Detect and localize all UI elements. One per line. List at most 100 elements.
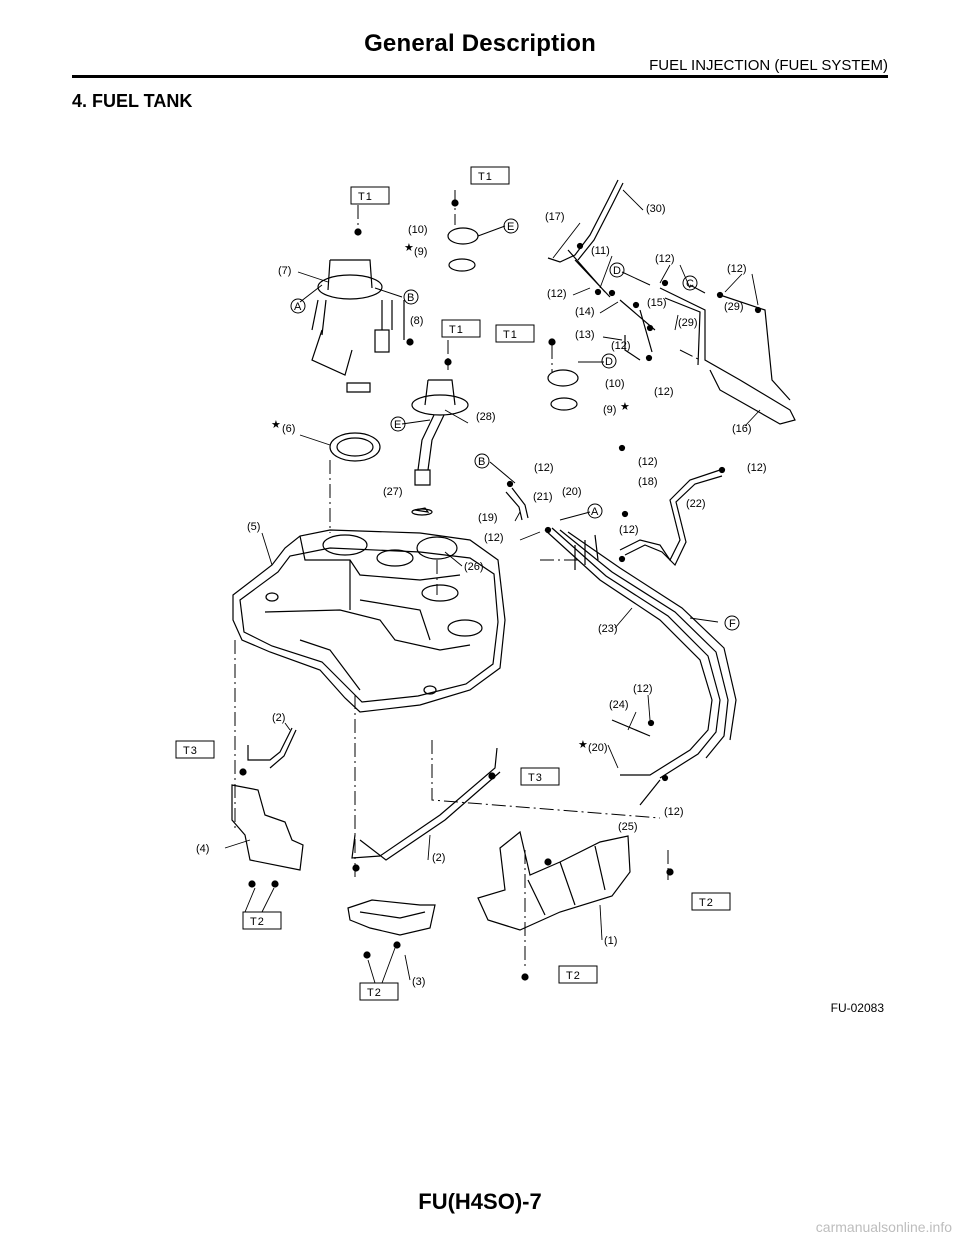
callout-10: (10): [408, 224, 428, 236]
callout-16: (16): [732, 423, 752, 435]
cover-10-upper: [447, 227, 479, 245]
page-header-section: FUEL INJECTION (FUEL SYSTEM): [649, 57, 888, 74]
callout-3: (3): [412, 976, 425, 988]
protector-3: [347, 899, 436, 936]
section-title: 4. FUEL TANK: [72, 91, 193, 111]
callout-30: (30): [646, 203, 666, 215]
callout-8: (8): [410, 315, 423, 327]
connector-b: B: [407, 292, 414, 304]
torque-label-t1: T1: [478, 171, 493, 183]
callout-14: (14): [575, 306, 595, 318]
fuel-sub-pump: [411, 379, 469, 486]
heat-shield-1: [477, 830, 631, 931]
callout-12: (12): [654, 386, 674, 398]
torque-label-t2: T2: [566, 970, 581, 982]
fuel-tank: [232, 529, 506, 713]
page-header-title: General Description: [364, 30, 596, 57]
torque-label-t2: T2: [250, 916, 265, 928]
callout-10: (10): [605, 378, 625, 390]
callout-9: (9): [414, 246, 427, 258]
callout-18: (18): [638, 476, 658, 488]
upper-hoses: [547, 179, 796, 425]
torque-label-t2: T2: [699, 897, 714, 909]
torque-label-t3: T3: [183, 745, 198, 757]
tank-bands: [247, 727, 501, 861]
callout-12: (12): [534, 462, 554, 474]
fuel-pump-assembly: [311, 259, 405, 393]
callout-22: (22): [686, 498, 706, 510]
connector-arrows: [299, 225, 719, 623]
callout-leaders: [224, 189, 761, 984]
connector-letters: A B E E D C D B A F: [290, 218, 740, 631]
connector-d: D: [613, 265, 621, 277]
connector-a: A: [294, 301, 302, 313]
callout-20: (20): [588, 742, 608, 754]
gasket-6: [329, 432, 381, 462]
callout-12: (12): [655, 253, 675, 265]
callout-15: (15): [647, 297, 667, 309]
star-icon: ★: [404, 242, 414, 254]
callout-29: (29): [724, 301, 744, 313]
callout-12: (12): [547, 288, 567, 300]
callout-28: (28): [476, 411, 496, 423]
gasket-26: [416, 536, 458, 560]
callout-11: (11): [591, 245, 610, 257]
callout-19: (19): [478, 512, 498, 524]
leader-lines: [234, 190, 701, 970]
gasket-9-lower: [550, 397, 578, 411]
callout-27: (27): [383, 486, 403, 498]
callout-29: (29): [678, 317, 698, 329]
callout-12: (12): [619, 524, 639, 536]
star-icon: ★: [271, 419, 281, 431]
part-callouts: (1) (2) (2) (3) (4) (5) (6) (7) (8) (9) …: [196, 203, 767, 988]
connector-e: E: [394, 419, 401, 431]
callout-13: (13): [575, 329, 595, 341]
star-markers: ★ ★ ★ ★: [271, 242, 630, 751]
callout-24: (24): [609, 699, 629, 711]
torque-label-t1: T1: [503, 329, 518, 341]
callout-5: (5): [247, 521, 260, 533]
callout-25: (25): [618, 821, 638, 833]
star-icon: ★: [620, 401, 630, 413]
torque-labels: T1 T1 T1 T1 T3 T3 T2 T2 T2 T2: [175, 166, 731, 1001]
callout-9: (9): [603, 404, 616, 416]
torque-label-t3: T3: [528, 772, 543, 784]
connector-d: D: [605, 356, 613, 368]
torque-label-t1: T1: [449, 324, 464, 336]
callout-2: (2): [272, 712, 285, 724]
callout-12: (12): [664, 806, 684, 818]
callout-12: (12): [633, 683, 653, 695]
callout-7: (7): [278, 265, 291, 277]
callout-2: (2): [432, 852, 445, 864]
fuel-pipes: [505, 469, 737, 806]
callout-12: (12): [484, 532, 504, 544]
torque-label-t2: T2: [367, 987, 382, 999]
callout-6: (6): [282, 423, 295, 435]
connector-c: C: [686, 278, 694, 290]
callout-12: (12): [747, 462, 767, 474]
connector-b: B: [478, 456, 485, 468]
torque-label-t1: T1: [358, 191, 373, 203]
callout-12: (12): [611, 340, 631, 352]
callout-20: (20): [562, 486, 582, 498]
star-icon: ★: [578, 739, 588, 751]
page-number: FU(H4SO)-7: [418, 1189, 542, 1214]
callout-23: (23): [598, 623, 618, 635]
cover-10-lower: [547, 369, 579, 387]
header-rule: [72, 75, 888, 78]
connector-a: A: [591, 506, 599, 518]
figure-id: FU-02083: [830, 1001, 884, 1015]
callout-12: (12): [727, 263, 747, 275]
callout-21: (21): [533, 491, 553, 503]
callout-26: (26): [464, 561, 484, 573]
callout-17: (17): [545, 211, 565, 223]
connector-e: E: [507, 221, 514, 233]
callout-12: (12): [638, 456, 658, 468]
callout-1: (1): [604, 935, 617, 947]
fasteners: [239, 199, 762, 981]
connector-f: F: [729, 618, 736, 630]
watermark: carmanualsonline.info: [815, 1219, 952, 1235]
protector-4: [231, 784, 304, 871]
gasket-9-upper: [448, 258, 476, 272]
